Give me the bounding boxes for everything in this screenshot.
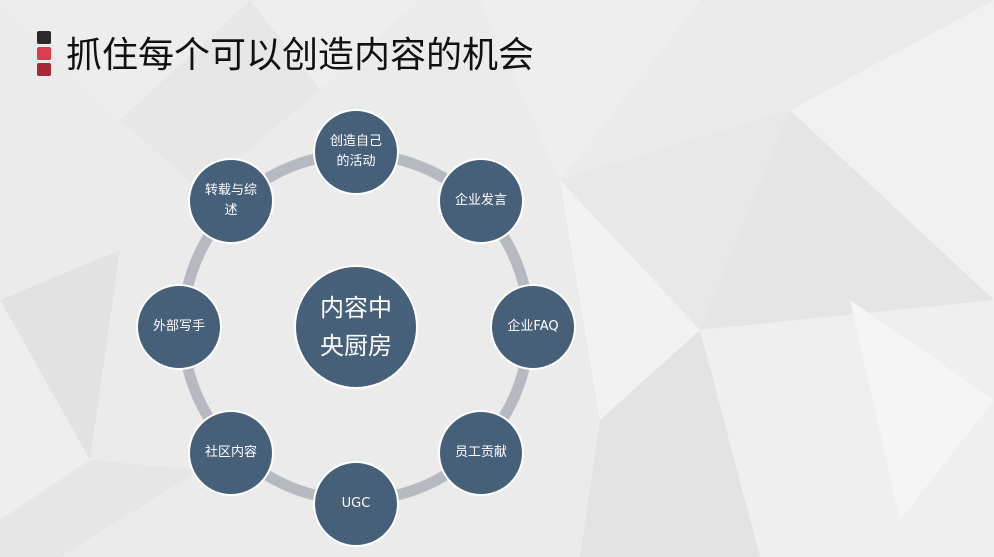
node-label: 社区内容	[204, 445, 257, 460]
node-label: 创造自己的活动	[329, 134, 382, 169]
node-label: UGC	[341, 496, 371, 511]
page-title: 抓住每个可以创造内容的机会	[66, 35, 535, 76]
node-label: 企业FAQ	[507, 319, 559, 334]
title-accent-bars	[37, 31, 51, 79]
node-label: 外部写手	[152, 319, 205, 334]
accent-bar-crimson	[37, 63, 51, 76]
node-corporate-faq: 企业FAQ	[490, 284, 576, 370]
node-external-writers: 外部写手	[136, 284, 222, 370]
node-label: 转载与综述	[204, 183, 257, 218]
node-label: 员工贡献	[454, 445, 507, 460]
node-label: 企业发言	[454, 193, 507, 208]
center-node-label: 内容中央厨房	[320, 294, 392, 360]
accent-bar-red	[37, 47, 51, 60]
node-corporate-statements: 企业发言	[438, 158, 524, 244]
accent-bar-dark	[37, 31, 51, 44]
node-ugc: UGC	[313, 461, 399, 547]
node-community-content: 社区内容	[188, 410, 274, 496]
node-employee-contributions: 员工贡献	[438, 410, 524, 496]
center-node: 内容中央厨房	[294, 265, 418, 389]
node-create-own-events: 创造自己的活动	[313, 109, 399, 195]
node-reposts-and-reviews: 转载与综述	[188, 158, 274, 244]
